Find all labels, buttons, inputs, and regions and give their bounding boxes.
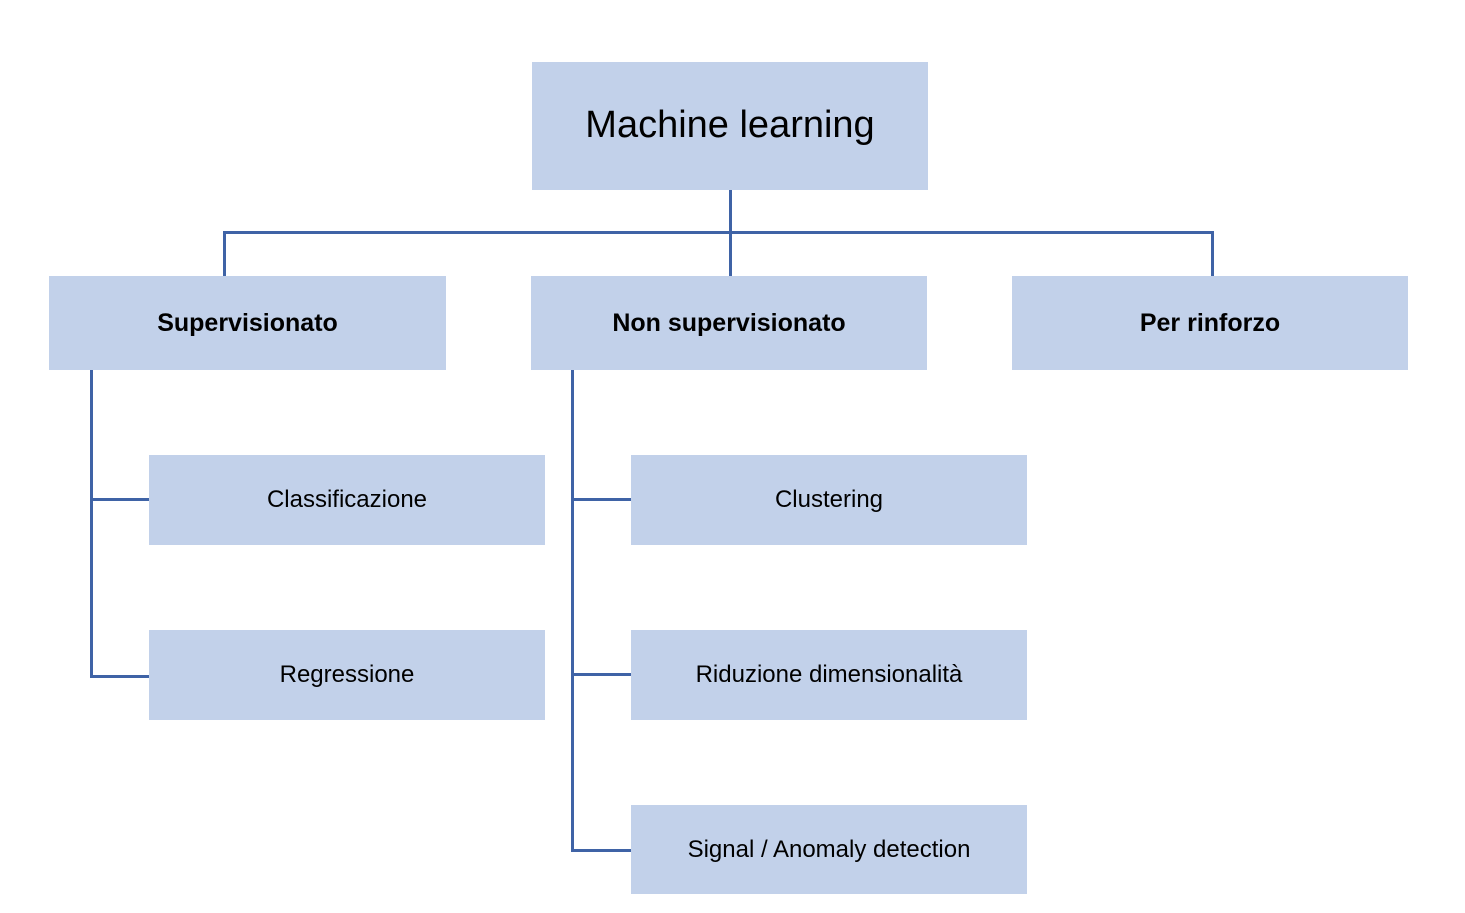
connector-supervised-spine — [90, 370, 93, 678]
node-per-rinforzo: Per rinforzo — [1012, 276, 1408, 370]
node-clustering: Clustering — [631, 455, 1027, 545]
connector-drop-reinforcement — [1211, 231, 1214, 277]
connector-drop-unsupervised — [729, 231, 732, 277]
connector-horizontal-bus — [223, 231, 1214, 234]
connector-root-stem — [729, 190, 732, 233]
connector-supervised-stub-classificazione — [90, 498, 150, 501]
connector-supervised-stub-regressione — [90, 675, 150, 678]
node-classificazione: Classificazione — [149, 455, 545, 545]
connector-unsupervised-spine — [571, 370, 574, 852]
connector-drop-supervised — [223, 231, 226, 277]
node-riduzione-dimensionalita: Riduzione dimensionalità — [631, 630, 1027, 720]
connector-unsupervised-stub-clustering — [571, 498, 632, 501]
connector-unsupervised-stub-riduzione — [571, 673, 632, 676]
node-signal-anomaly-detection: Signal / Anomaly detection — [631, 805, 1027, 894]
node-machine-learning: Machine learning — [532, 62, 928, 190]
connector-unsupervised-stub-anomaly — [571, 849, 632, 852]
node-regressione: Regressione — [149, 630, 545, 720]
node-non-supervisionato: Non supervisionato — [531, 276, 927, 370]
node-supervisionato: Supervisionato — [49, 276, 446, 370]
